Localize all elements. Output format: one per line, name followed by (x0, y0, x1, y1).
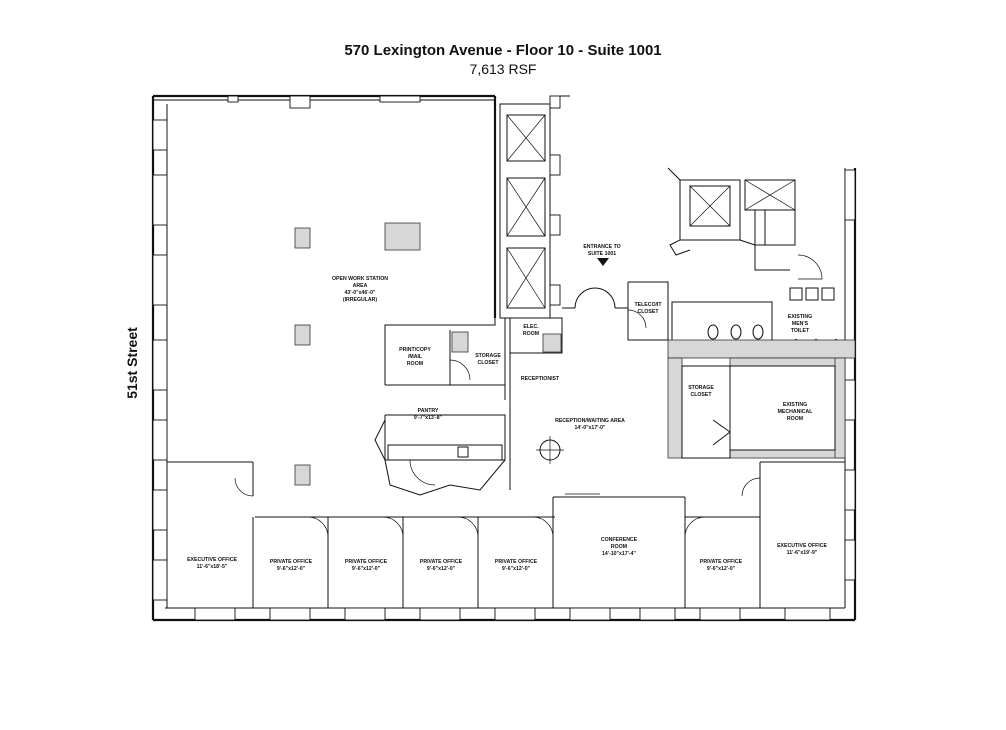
reception-name: RECEPTION/WAITING AREA (555, 418, 625, 424)
south-windows (194, 607, 831, 621)
private-office-2-name: PRIVATE OFFICE (345, 559, 388, 565)
teleco-line2: CLOSET (637, 309, 659, 315)
mechanical-line3: ROOM (787, 416, 803, 422)
private-office-4-dims: 9'-6"x12'-0" (502, 566, 531, 572)
private-office-5-dims: 9'-6"x12'-0" (707, 566, 736, 572)
entrance-doors (562, 258, 628, 309)
open-work-name: OPEN WORK STATION (332, 276, 388, 282)
exec-office-1-name: EXECUTIVE OFFICE (187, 557, 237, 563)
receptionist-name: RECEPTIONIST (521, 376, 560, 382)
pantry-dims: 9'-7"x13'-8" (414, 415, 443, 421)
reception-desk (509, 353, 564, 490)
private-office-3-dims: 9'-6"x12'-0" (427, 566, 456, 572)
storage-closet-2-walls (681, 365, 731, 459)
open-work-note: (IRREGULAR) (343, 297, 378, 303)
storage-closet-2-name: STORAGE (688, 385, 714, 391)
conference-name: CONFERENCE (601, 537, 638, 543)
storage-closet-2-line2: CLOSET (690, 392, 712, 398)
west-pilasters (152, 119, 168, 601)
teleco-name: TELECO/IT (634, 302, 662, 308)
private-office-1-name: PRIVATE OFFICE (270, 559, 313, 565)
mens-toilet-name: EXISTING (788, 314, 812, 320)
open-work-area (294, 222, 421, 486)
open-work-dims: 43'-0"x46'-0" (344, 290, 376, 296)
pantry-name: PANTRY (418, 408, 439, 414)
elec-room-line2: ROOM (523, 331, 539, 337)
print-copy-line3: ROOM (407, 361, 423, 367)
mens-toilet-line2: MEN'S (792, 321, 809, 327)
east-pilasters (844, 169, 856, 581)
storage-closet-1-name: STORAGE (475, 353, 501, 359)
private-office-2-dims: 9'-6"x12'-0" (352, 566, 381, 572)
private-office-4-name: PRIVATE OFFICE (495, 559, 538, 565)
ne-elevator-stair (667, 167, 823, 280)
room-labels: OPEN WORK STATION AREA 43'-0"x46'-0" (IR… (187, 244, 827, 572)
entrance-line2: SUITE 1001 (588, 251, 616, 257)
private-office-1-dims: 9'-6"x12'-0" (277, 566, 306, 572)
rsf-subtitle: 7,613 RSF (469, 61, 537, 77)
pantry-walls (374, 414, 506, 496)
elevator-core (499, 95, 570, 319)
office-row-walls (167, 461, 845, 608)
conference-dims: 14'-10"x17'-4" (602, 551, 636, 557)
mens-toilet-line3: TOILET (791, 328, 810, 334)
mechanical-line2: MECHANICAL (778, 409, 814, 415)
exec-office-1-dims: 11'-6"x18'-5" (197, 564, 228, 570)
elec-room-walls (509, 317, 563, 354)
entrance-arrow-icon (597, 258, 609, 266)
print-copy-name: PRINT/COPY (399, 347, 431, 353)
elec-room-name: ELEC. (523, 324, 539, 330)
conference-line2: ROOM (611, 544, 627, 550)
mechanical-walls (729, 365, 836, 451)
entrance-name: ENTRANCE TO (583, 244, 620, 250)
private-office-3-name: PRIVATE OFFICE (420, 559, 463, 565)
exec-office-2-dims: 11'-6"x19'-9" (787, 550, 818, 556)
mens-toilet (671, 287, 845, 348)
storage-closet-1-line2: CLOSET (477, 360, 499, 366)
print-copy-line2: /MAIL (408, 354, 423, 360)
private-office-5-name: PRIVATE OFFICE (700, 559, 743, 565)
page-title: 570 Lexington Avenue - Floor 10 - Suite … (344, 42, 662, 59)
exec-office-2-name: EXECUTIVE OFFICE (777, 543, 827, 549)
print-room-walls (384, 318, 506, 400)
reception-dims: 14'-0"x17'-0" (574, 425, 606, 431)
open-work-line2: AREA (353, 283, 368, 289)
mechanical-name: EXISTING (783, 402, 807, 408)
core-strip (667, 339, 856, 459)
